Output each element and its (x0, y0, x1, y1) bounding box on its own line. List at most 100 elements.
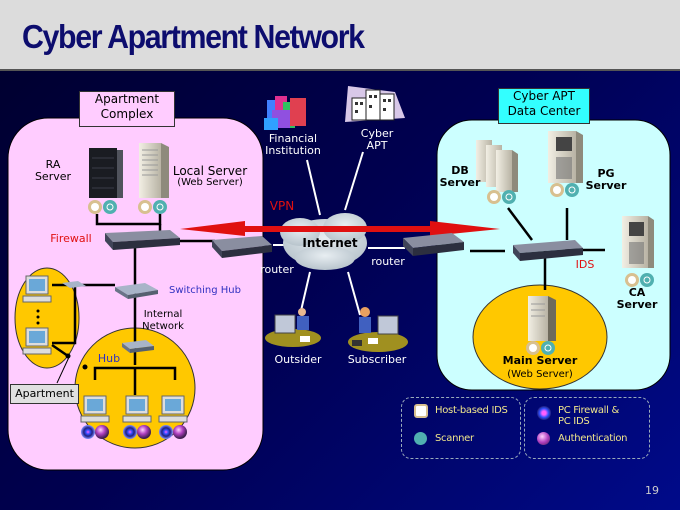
host-ids-badge-icon (625, 273, 639, 287)
apartment-label: Apartment (10, 384, 79, 404)
page-number: 19 (645, 484, 659, 497)
pc-firewall-legend-label: PC Firewall &PC IDS (558, 405, 619, 427)
label-line: PG (597, 167, 615, 180)
firewall-label: Firewall (50, 232, 92, 245)
scanner-badge-icon (502, 190, 516, 204)
label-line: Institution (265, 144, 321, 157)
label-line: APT (366, 139, 388, 152)
router-right-icon (403, 233, 464, 256)
internet-links (273, 151, 405, 316)
scanner-legend-label: Scanner (435, 433, 474, 444)
label-line: Server (34, 170, 72, 183)
legend-host-tools: Host-based IDS Scanner (401, 397, 521, 459)
label-line: Server (439, 176, 481, 189)
ra-server-icon (89, 148, 123, 198)
pc-firewall-legend-icon (537, 406, 551, 420)
financial-institution-icon (264, 96, 306, 130)
subscriber-label: Subscriber (347, 353, 407, 366)
vpn-label: VPN (269, 199, 295, 213)
hub-label: Hub (97, 352, 121, 365)
heading-line: Apartment (94, 92, 160, 106)
label-line: RA (45, 158, 61, 171)
diagram-graphics (7, 86, 671, 471)
network-links (51, 207, 605, 395)
pc-icon (80, 395, 110, 423)
main-server-icon (528, 296, 556, 341)
apartment-callout-line (56, 354, 71, 384)
apartment-pcs (22, 275, 188, 439)
label-line: Network (142, 321, 184, 332)
host-ids-badge-icon (138, 200, 152, 214)
main-server-label: Main Server (502, 354, 578, 367)
pc-icon (158, 395, 188, 423)
pc-icon (22, 327, 52, 355)
vpn-arrow (180, 221, 500, 236)
pc-firewall-badge-icon (123, 425, 137, 439)
db-server-icon (476, 140, 518, 192)
cyber-apt-building-icon (345, 86, 405, 122)
ids-label: IDS (575, 258, 595, 271)
pc-firewall-badge-icon (159, 425, 173, 439)
host-ids-badge-icon (487, 190, 501, 204)
ids-device-icon (513, 240, 583, 261)
router-right-label: router (371, 255, 405, 268)
scanner-badge-icon (103, 200, 117, 214)
local-server-icon (139, 143, 169, 198)
heading-line: Data Center (507, 104, 581, 118)
firewall-device-icon (105, 230, 180, 250)
heading-line: Cyber APT (512, 89, 575, 103)
authentication-badge-icon (173, 425, 187, 439)
label-line: Internal (143, 309, 183, 320)
ca-server-icon (622, 216, 654, 268)
pc-firewall-badge-icon (81, 425, 95, 439)
label-line: DB (451, 164, 469, 177)
heading-line: Complex (100, 107, 154, 121)
router-left-label: router (260, 263, 294, 276)
slide-title: Cyber Apartment Network (22, 18, 365, 55)
scanner-badge-icon (565, 183, 579, 197)
authentication-badge-icon (137, 425, 151, 439)
outsider-label: Outsider (274, 353, 322, 366)
label-line: CA (628, 286, 646, 299)
host-ids-legend-icon (414, 404, 428, 418)
local-server-label: Local Server(Web Server) (170, 165, 250, 189)
router-left-icon (212, 236, 272, 258)
label-line: (Web Server) (177, 177, 243, 188)
subscriber-icon (348, 307, 408, 352)
switching-hub-label: Switching Hub (169, 285, 241, 296)
outsider-icon (265, 308, 321, 347)
data-center-heading: Cyber APT Data Center (498, 88, 590, 124)
host-ids-legend-label: Host-based IDS (435, 405, 508, 416)
label-line: Server (616, 298, 658, 311)
authentication-badge-icon (95, 425, 109, 439)
authentication-legend-icon (537, 432, 550, 445)
legend-pc-tools: PC Firewall &PC IDS Authentication (524, 397, 650, 459)
apartment-complex-heading: Apartment Complex (79, 91, 175, 127)
switching-hub-icon (62, 281, 158, 299)
label-line: PC Firewall & (558, 405, 619, 416)
main-server-sub-label: (Web Server) (507, 369, 573, 380)
internet-label: Internet (302, 236, 358, 250)
security-badges (88, 183, 654, 355)
pc-icon (122, 395, 152, 423)
diagram-canvas: Apartment Complex Cyber APT Data Center … (0, 71, 680, 510)
label-line: PC IDS (558, 416, 590, 427)
host-ids-badge-icon (526, 341, 540, 355)
host-ids-badge-icon (88, 200, 102, 214)
slide-header: Cyber Apartment Network (0, 0, 680, 70)
label-line: Server (585, 179, 627, 192)
scanner-badge-icon (640, 273, 654, 287)
label-line: Cyber (360, 127, 394, 140)
scanner-badge-icon (153, 200, 167, 214)
pg-server-icon (548, 131, 583, 183)
header-divider (0, 69, 680, 71)
pc-icon (22, 275, 52, 303)
label-line: Financial (268, 132, 318, 145)
